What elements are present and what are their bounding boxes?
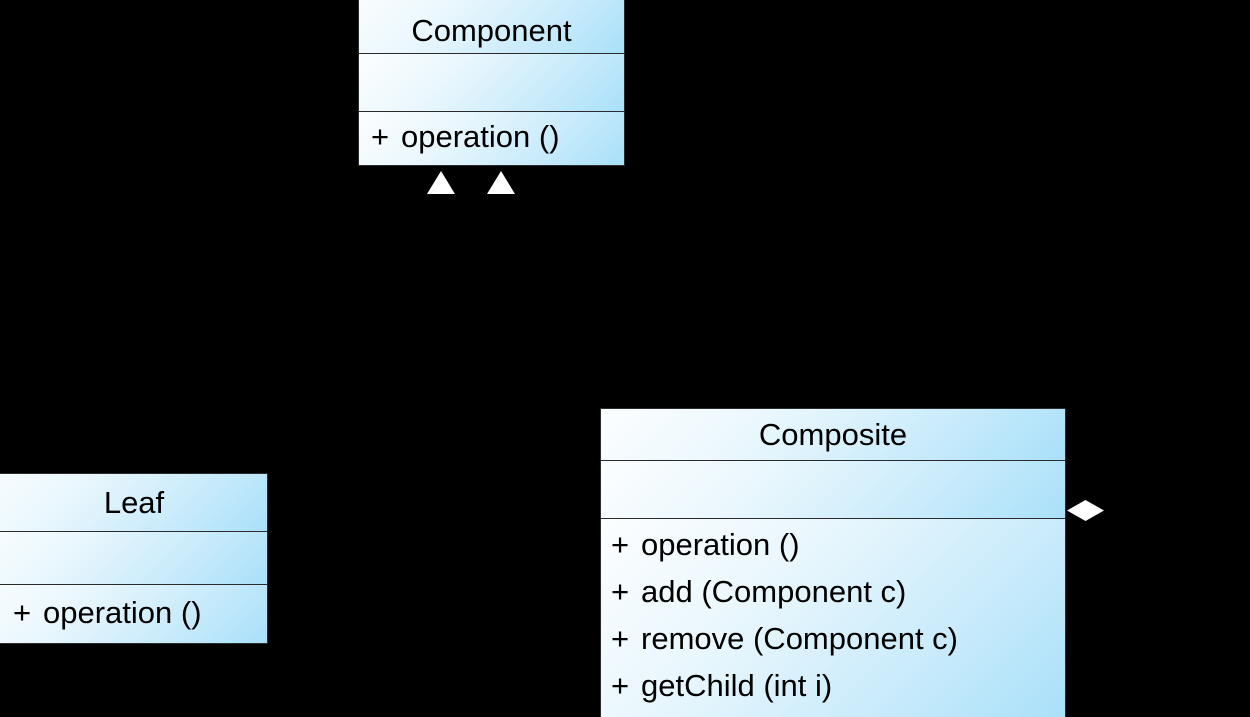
class-box-composite[interactable]: Composite + operation () + add (Componen…	[600, 408, 1066, 717]
visibility-marker: +	[611, 621, 630, 656]
operations-list-composite: + operation () + add (Component c) + rem…	[611, 521, 958, 709]
class-name-component: Component	[411, 13, 572, 48]
operation-row: + add (Component c)	[611, 568, 958, 615]
class-name-compartment-component: Component	[359, 0, 624, 53]
operation-signature: add (Component c)	[641, 574, 907, 609]
operation-row: + operation ()	[371, 113, 560, 160]
operations-compartment-leaf: + operation ()	[0, 584, 267, 643]
operations-compartment-component: + operation ()	[359, 111, 624, 165]
operation-signature: getChild (int i)	[641, 668, 833, 703]
class-name-compartment-composite: Composite	[601, 409, 1065, 460]
attributes-compartment-composite	[601, 460, 1065, 518]
attributes-compartment-component	[359, 53, 624, 111]
class-name-leaf: Leaf	[103, 485, 165, 520]
operation-row: + remove (Component c)	[611, 615, 958, 662]
visibility-marker: +	[371, 119, 390, 154]
generalization-arrow-icon-leaf	[427, 171, 455, 194]
aggregation-diamond-icon	[1067, 500, 1104, 521]
visibility-marker: +	[611, 574, 630, 609]
operation-signature: operation ()	[401, 119, 560, 154]
generalization-arrow-icon-composite	[487, 171, 515, 194]
visibility-marker: +	[611, 668, 630, 703]
operation-row: + operation ()	[13, 589, 202, 636]
attributes-compartment-leaf	[0, 531, 267, 584]
operation-signature: operation ()	[43, 595, 202, 630]
operation-row: + operation ()	[611, 521, 958, 568]
class-name-composite: Composite	[758, 417, 908, 452]
class-box-leaf[interactable]: Leaf + operation ()	[0, 473, 268, 644]
visibility-marker: +	[611, 527, 630, 562]
operation-signature: remove (Component c)	[641, 621, 959, 656]
class-box-component[interactable]: Component + operation ()	[358, 0, 625, 166]
operations-compartment-composite: + operation () + add (Component c) + rem…	[601, 518, 1065, 717]
class-name-compartment-leaf: Leaf	[0, 474, 267, 531]
visibility-marker: +	[13, 595, 32, 630]
operation-signature: operation ()	[641, 527, 800, 562]
operation-row: + getChild (int i)	[611, 662, 958, 709]
